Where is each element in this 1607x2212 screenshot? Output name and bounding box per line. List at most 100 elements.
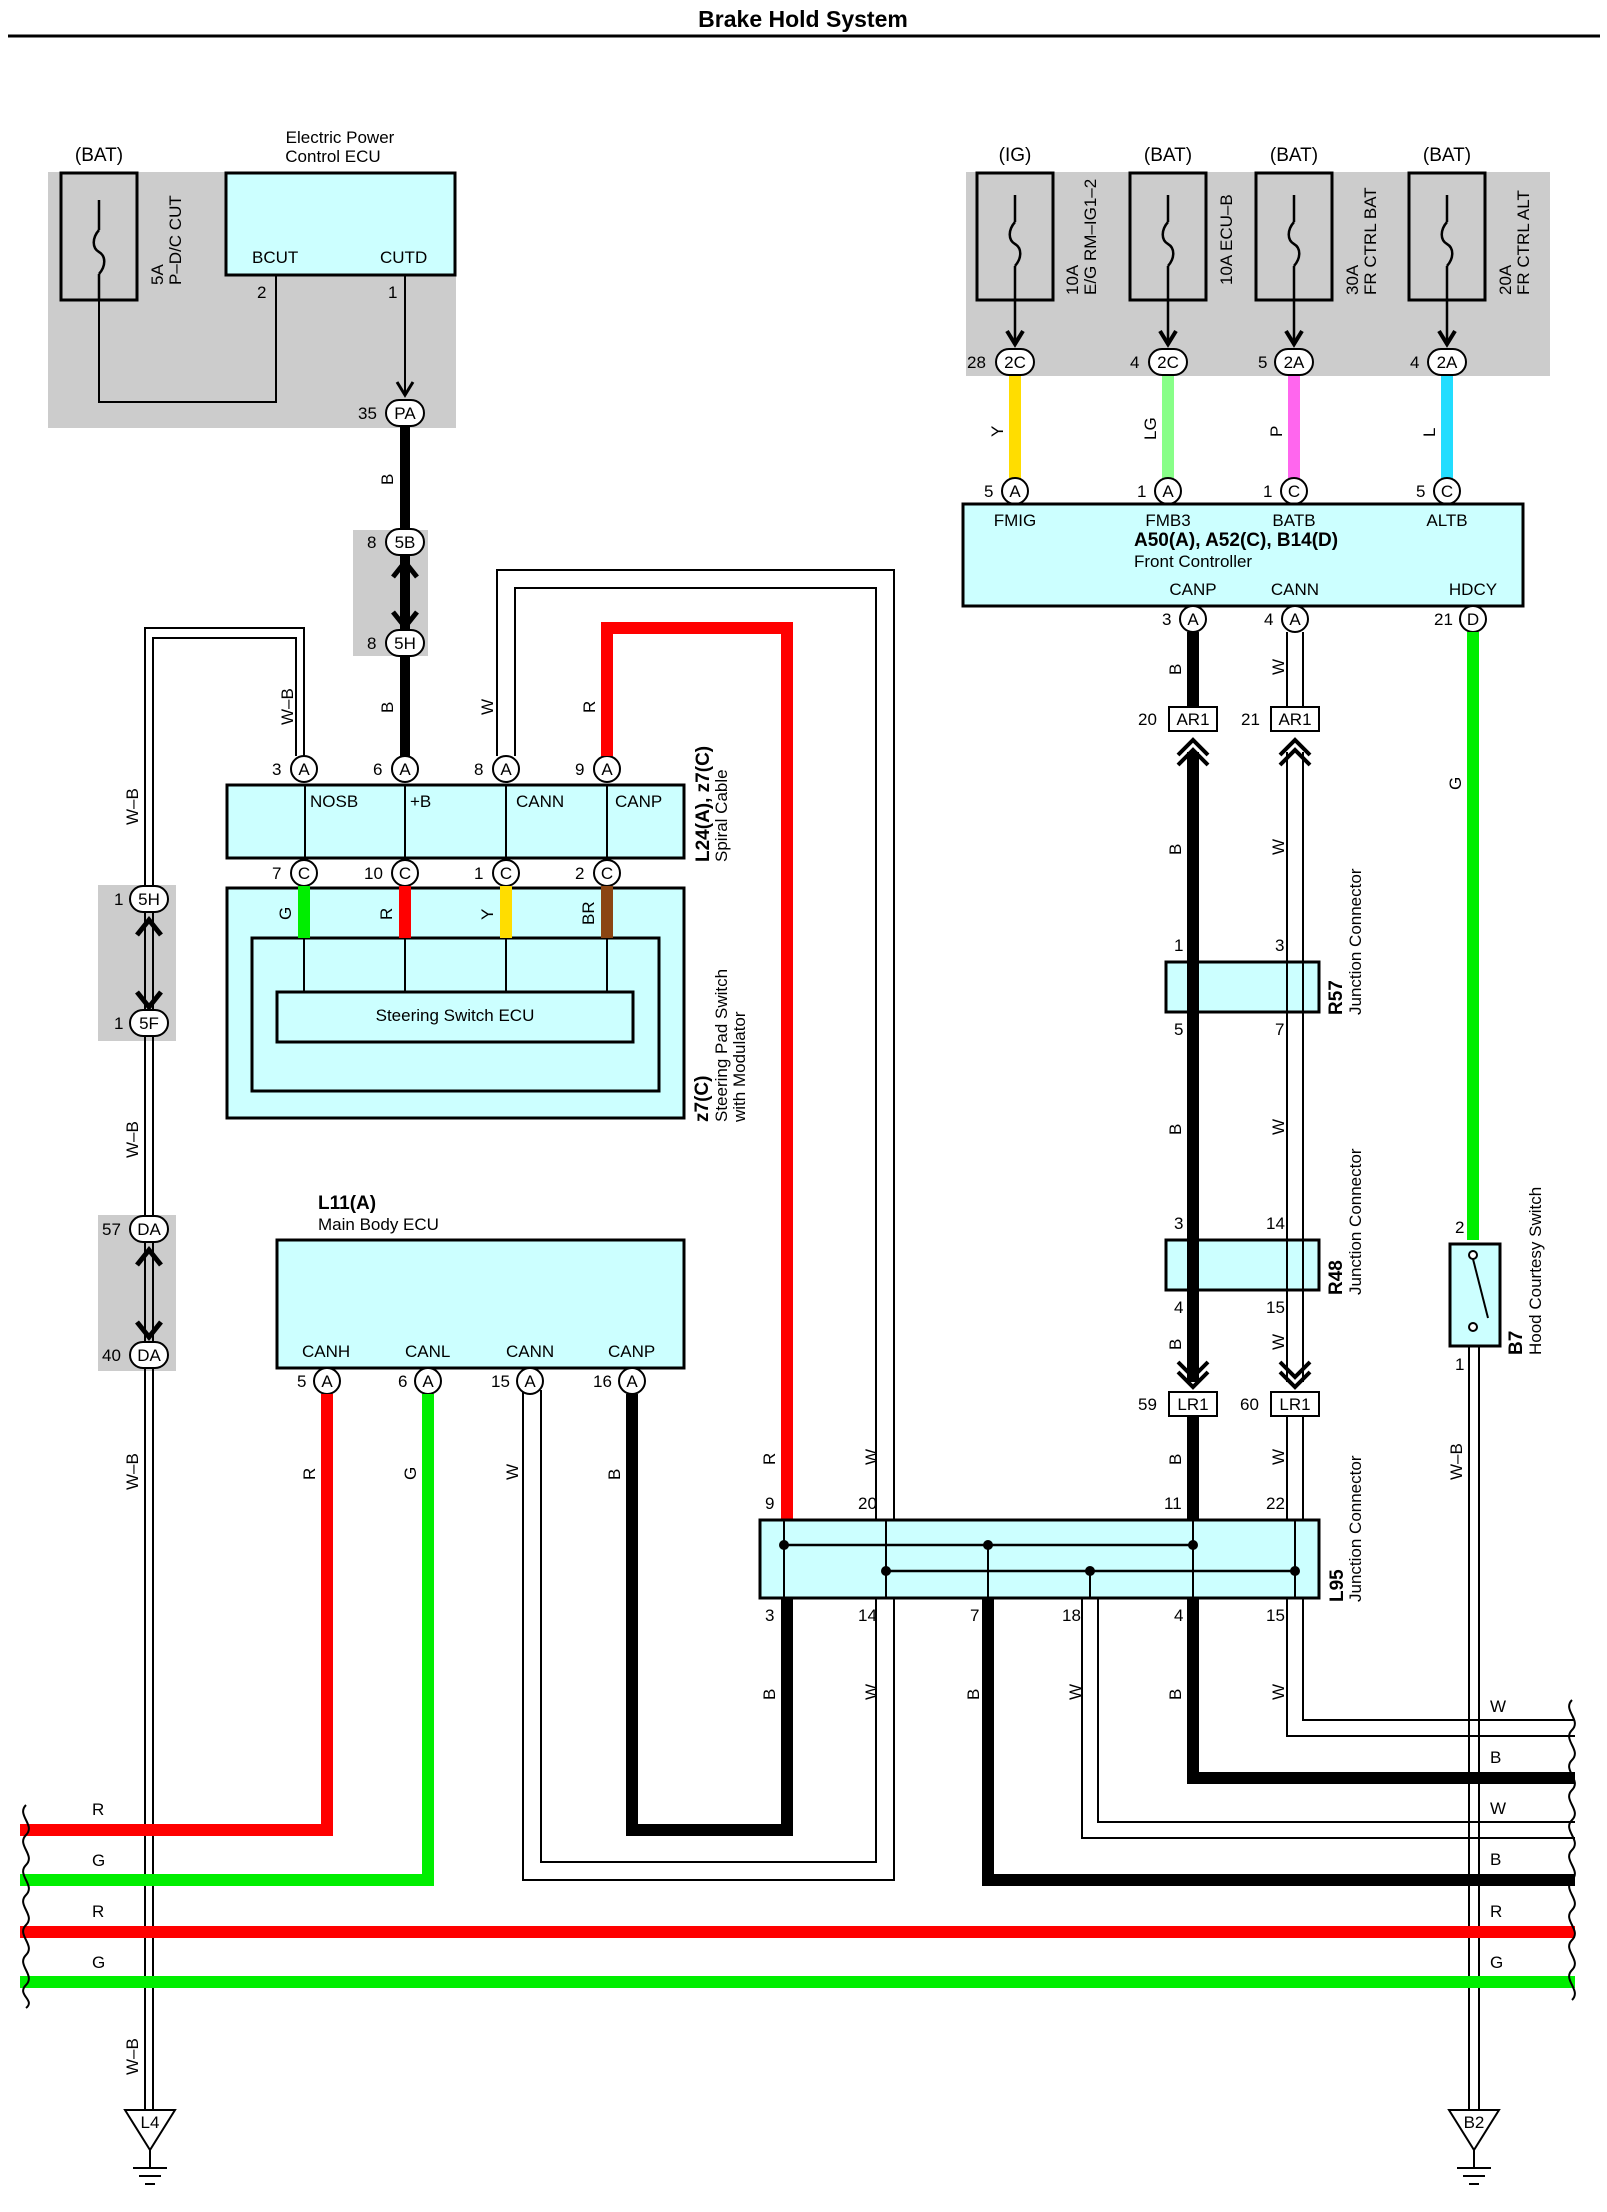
svg-text:CANN: CANN	[516, 792, 564, 811]
ground-l4: L4	[123, 2109, 177, 2185]
svg-text:(BAT): (BAT)	[75, 145, 123, 166]
svg-text:Steering Pad Switch: Steering Pad Switch	[712, 969, 731, 1122]
svg-text:A: A	[601, 760, 613, 779]
svg-text:28: 28	[967, 353, 986, 372]
svg-text:14: 14	[1266, 1214, 1285, 1233]
svg-text:NOSB: NOSB	[310, 792, 358, 811]
svg-text:AR1: AR1	[1278, 710, 1311, 729]
diagram-title: Brake Hold System	[698, 6, 908, 32]
wire-r-spiral	[601, 622, 793, 1530]
svg-text:C: C	[1441, 482, 1453, 501]
junction-r48: 3 14 4 15 R48 Junction Connector	[1164, 1148, 1365, 1317]
svg-text:CUTD: CUTD	[380, 248, 427, 267]
svg-text:A: A	[1009, 482, 1021, 501]
svg-text:10A ECU–B: 10A ECU–B	[1217, 194, 1236, 285]
svg-text:6: 6	[398, 1372, 407, 1391]
svg-text:2C: 2C	[1157, 353, 1179, 372]
svg-text:A: A	[399, 760, 411, 779]
svg-text:5: 5	[1174, 1020, 1183, 1039]
svg-text:CANN: CANN	[1271, 580, 1319, 599]
svg-text:W: W	[1269, 1334, 1288, 1350]
fuse-wires: Y LG P L	[988, 376, 1453, 478]
svg-text:57: 57	[102, 1220, 121, 1239]
svg-text:B: B	[378, 702, 397, 713]
svg-text:30A: 30A	[1343, 264, 1362, 295]
svg-text:P: P	[1267, 426, 1286, 437]
svg-text:3: 3	[1275, 936, 1284, 955]
svg-text:L95: L95	[1327, 1569, 1348, 1602]
svg-text:CANP: CANP	[615, 792, 662, 811]
wire-g-canl	[20, 1394, 434, 1886]
svg-text:L: L	[1420, 428, 1439, 437]
svg-text:B2: B2	[1464, 2113, 1485, 2132]
wire-pdc-bcut	[98, 275, 277, 403]
svg-text:LR1: LR1	[1177, 1395, 1208, 1414]
svg-text:7: 7	[970, 1606, 979, 1625]
wire-w-cann-right	[1286, 632, 1304, 712]
fuse-ecu-b: (BAT) 10A ECU–B	[1128, 145, 1236, 340]
svg-text:B: B	[1166, 1339, 1185, 1350]
ground-b2: B2	[1447, 2109, 1501, 2185]
connector-pa: PA 35	[358, 399, 425, 427]
svg-text:z7(C): z7(C)	[692, 1076, 713, 1122]
svg-text:11: 11	[1164, 1494, 1182, 1513]
svg-text:4: 4	[1410, 353, 1419, 372]
svg-text:15: 15	[491, 1372, 510, 1391]
svg-text:W: W	[1066, 1684, 1085, 1700]
junction-l95: 9 20 11 22 3 14 7 18 4 15 L95 Junction C…	[758, 1455, 1365, 1625]
svg-text:HDCY: HDCY	[1449, 580, 1497, 599]
svg-text:14: 14	[858, 1606, 877, 1625]
svg-text:R: R	[580, 701, 599, 713]
svg-text:W–B: W–B	[123, 1453, 142, 1490]
wire-w-l95-18	[1081, 1598, 1575, 1839]
svg-text:R48: R48	[1326, 1260, 1347, 1295]
svg-text:18: 18	[1062, 1606, 1081, 1625]
svg-text:L4: L4	[141, 2113, 160, 2132]
svg-text:C: C	[601, 864, 613, 883]
svg-text:ALTB: ALTB	[1426, 511, 1467, 530]
svg-text:CANP: CANP	[1169, 580, 1216, 599]
svg-text:B: B	[1166, 1124, 1185, 1135]
wire-b-l95-4	[1187, 1598, 1575, 1784]
spiral-bottom-pins: C C C C 7 10 1 2	[272, 859, 621, 887]
svg-text:R: R	[760, 1453, 779, 1465]
fuse-fr-ctrl-bat: (BAT) 30A FR CTRL BAT	[1254, 145, 1380, 340]
svg-text:7: 7	[272, 864, 281, 883]
svg-text:10A: 10A	[1063, 264, 1082, 295]
svg-text:R: R	[92, 1902, 104, 1921]
svg-text:PA: PA	[394, 404, 416, 423]
svg-text:5F: 5F	[139, 1014, 159, 1033]
spiral-cable: NOSB +B CANN CANP L24(A), z7(C) Spiral C…	[225, 746, 731, 862]
svg-text:A: A	[626, 1372, 638, 1391]
svg-text:BR: BR	[579, 901, 598, 925]
svg-text:(IG): (IG)	[999, 145, 1032, 166]
svg-text:A: A	[422, 1372, 434, 1391]
svg-text:9: 9	[765, 1494, 774, 1513]
svg-text:Steering Switch ECU: Steering Switch ECU	[376, 1006, 535, 1025]
svg-text:W–B: W–B	[1447, 1443, 1466, 1480]
fc-bottom-pins: A A D 3 4 21	[1162, 605, 1487, 633]
svg-text:5: 5	[1258, 353, 1267, 372]
svg-text:2: 2	[1455, 1218, 1464, 1237]
svg-text:CANL: CANL	[405, 1342, 450, 1361]
svg-text:1: 1	[1174, 936, 1183, 955]
wire-b-l95-7	[982, 1598, 1575, 1886]
wire-w-l95-15	[1286, 1598, 1575, 1737]
svg-text:B: B	[1490, 1850, 1501, 1869]
svg-text:CANH: CANH	[302, 1342, 350, 1361]
svg-text:W: W	[1269, 1449, 1288, 1465]
lr1-arrows	[1176, 1360, 1312, 1390]
svg-text:1: 1	[1263, 482, 1272, 501]
svg-text:Control ECU: Control ECU	[285, 147, 380, 166]
svg-text:B: B	[378, 474, 397, 485]
svg-text:B: B	[1490, 1748, 1501, 1767]
svg-text:Hood Courtesy Switch: Hood Courtesy Switch	[1526, 1187, 1545, 1355]
svg-text:G: G	[92, 1953, 105, 1972]
connector-5h-top: 5H 8	[367, 629, 425, 657]
svg-text:R: R	[1490, 1902, 1502, 1921]
junction-r57: 1 3 5 7 R57 Junction Connector	[1164, 868, 1365, 1039]
svg-text:AR1: AR1	[1176, 710, 1209, 729]
svg-text:8: 8	[367, 533, 376, 552]
svg-text:BCUT: BCUT	[252, 248, 298, 267]
